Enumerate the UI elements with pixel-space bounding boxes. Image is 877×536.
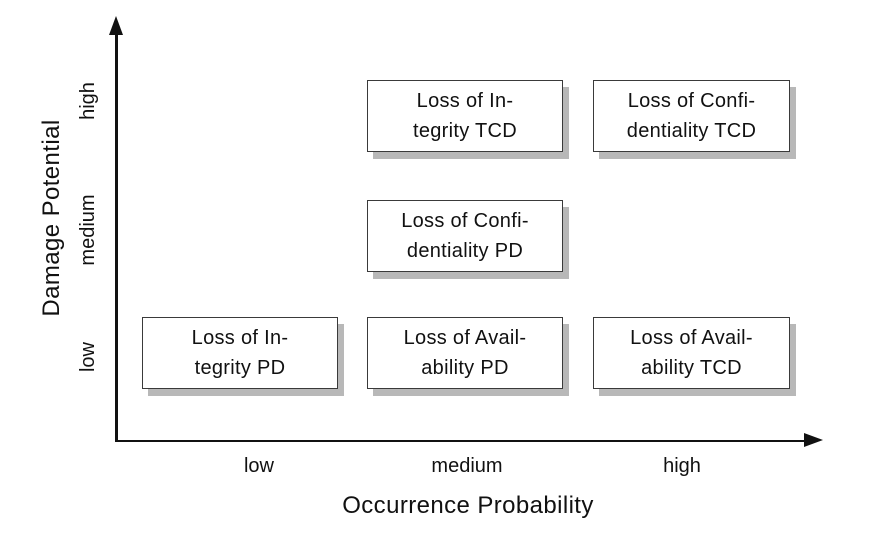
box-label-line: Loss of Avail- <box>630 327 753 349</box>
x-tick-medium: medium <box>431 455 503 477</box>
box-label-line: ability TCD <box>641 357 742 379</box>
box-label-line: tegrity PD <box>194 357 286 379</box>
box-label-line: Loss of Confi- <box>627 90 756 112</box>
x-axis-arrow-icon <box>804 433 823 447</box>
y-tick-high: high <box>77 82 99 120</box>
y-axis-line <box>115 32 118 442</box>
y-tick-medium: medium <box>77 194 99 266</box>
box-label-line: Loss of Avail- <box>403 327 527 349</box>
y-axis-arrow-icon <box>109 16 123 35</box>
box-label-line: ability PD <box>421 357 509 379</box>
x-tick-low: low <box>243 455 274 477</box>
box-label-line: tegrity TCD <box>412 120 518 142</box>
box-label-line: Loss of In- <box>191 327 289 349</box>
box-label-line: Loss of In- <box>416 90 514 112</box>
matrix-box-loss-of-integrity-tcd: Loss of In- tegrity TCD <box>367 80 563 152</box>
box-label-line: dentiality PD <box>406 240 524 262</box>
box-label-line: dentiality TCD <box>626 120 757 142</box>
y-axis-title: Damage Potential <box>38 119 65 317</box>
y-tick-low: low <box>77 342 99 373</box>
x-tick-high: high <box>663 455 701 477</box>
x-axis-title: Occurrence Probability <box>342 492 594 519</box>
box-label-line: Loss of Confi- <box>401 210 529 232</box>
matrix-box-loss-of-integrity-pd: Loss of In- tegrity PD <box>142 317 338 389</box>
matrix-box-loss-of-confidentiality-pd: Loss of Confi- dentiality PD <box>367 200 563 272</box>
matrix-box-loss-of-availability-pd: Loss of Avail- ability PD <box>367 317 563 389</box>
matrix-box-loss-of-confidentiality-tcd: Loss of Confi- dentiality TCD <box>593 80 790 152</box>
x-axis-line <box>115 439 806 442</box>
matrix-box-loss-of-availability-tcd: Loss of Avail- ability TCD <box>593 317 790 389</box>
